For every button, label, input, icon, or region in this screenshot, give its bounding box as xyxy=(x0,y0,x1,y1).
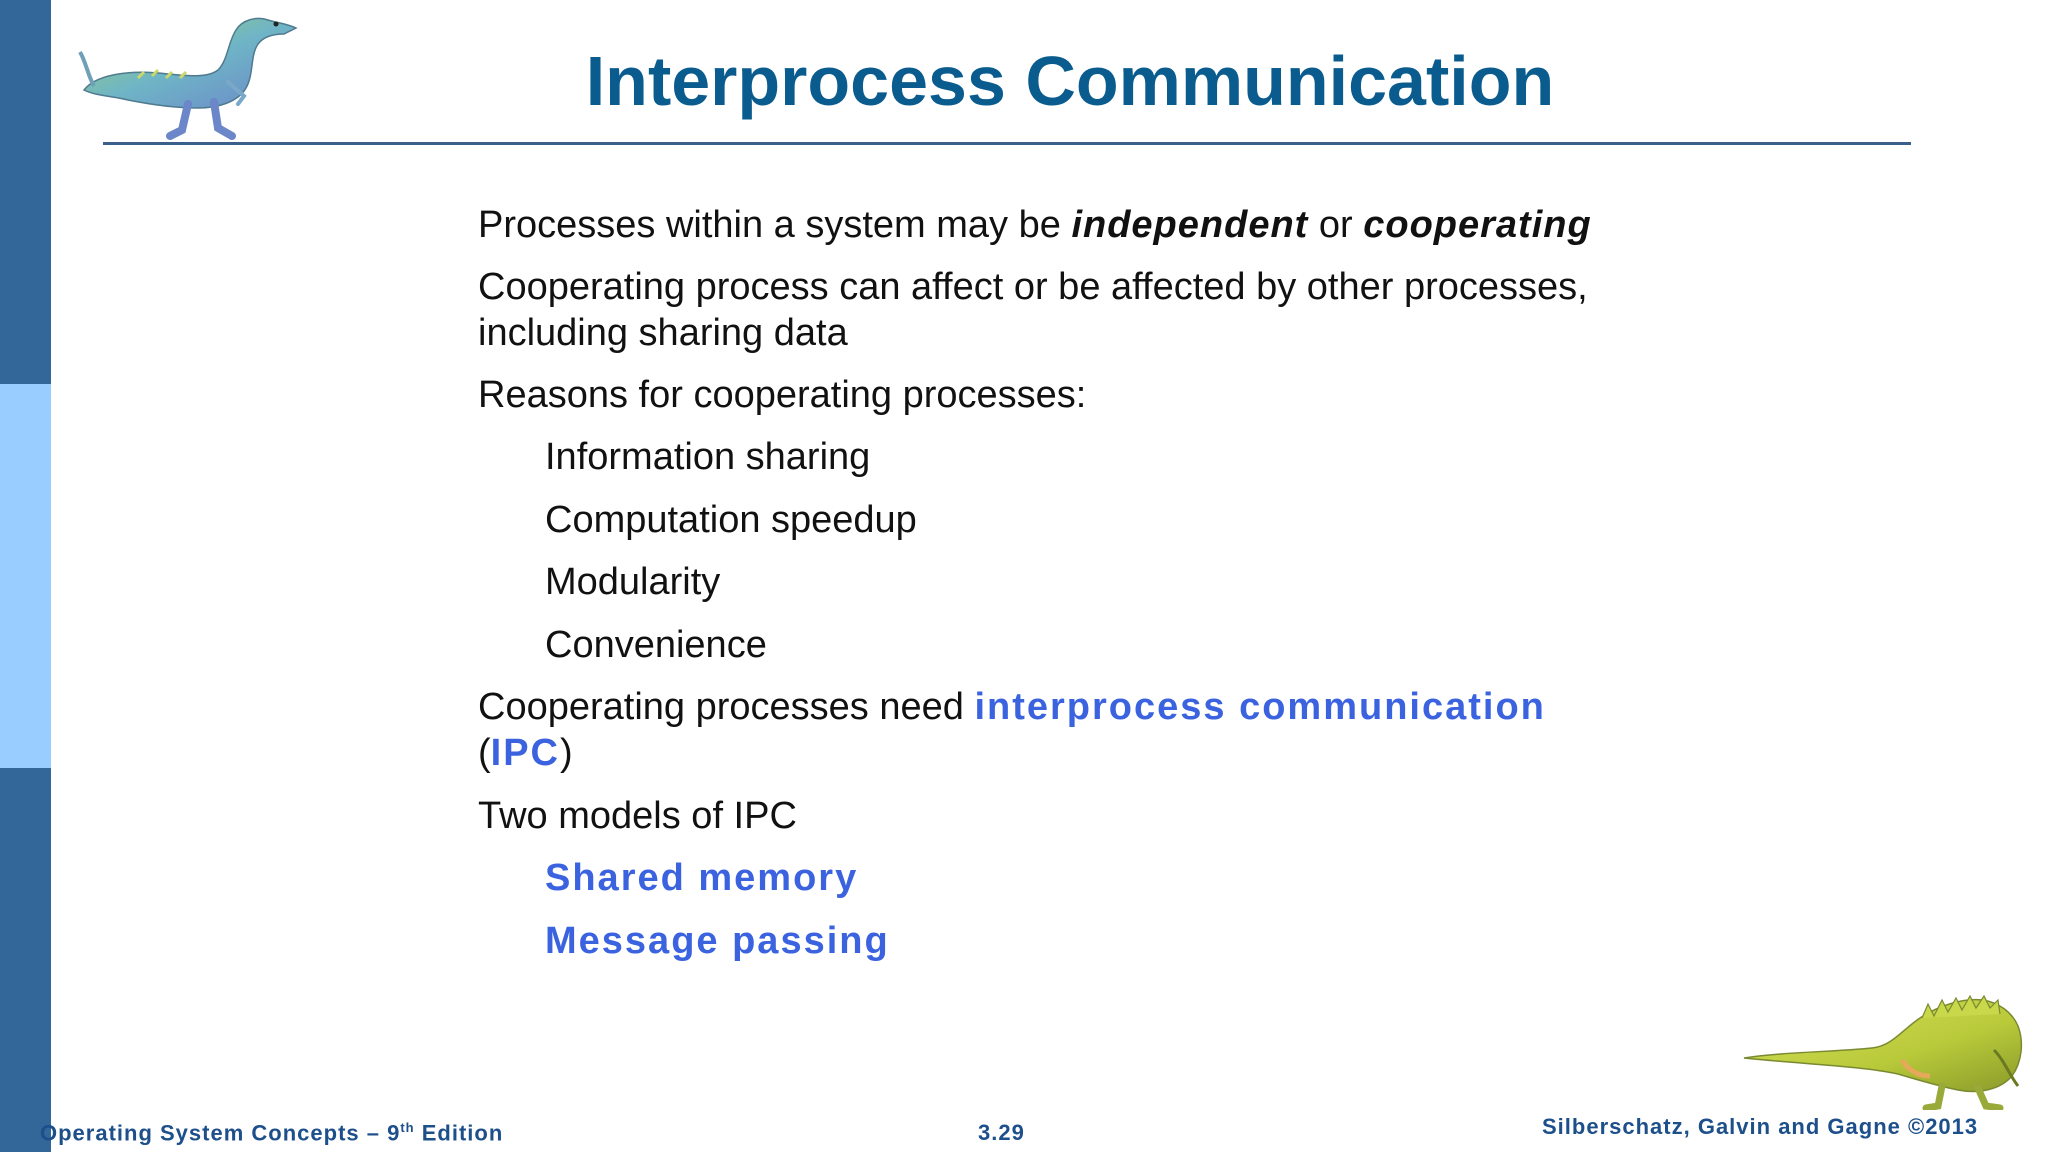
footer-book-title: Operating System Concepts – 9th Edition xyxy=(40,1120,503,1146)
bullet-independent-cooperating: Processes within a system may be indepen… xyxy=(478,202,1678,248)
bullet-cooperating-affect: Cooperating process can affect or be aff… xyxy=(478,264,1678,356)
footer-book-text: Operating System Concepts – 9 xyxy=(40,1120,401,1146)
sub-bullet-computation-speedup: Computation speedup xyxy=(545,499,917,541)
sub-bullet-information-sharing: Information sharing xyxy=(545,436,871,478)
bullet-ipc-need: Cooperating processes need interprocess … xyxy=(478,684,1678,776)
title-divider xyxy=(103,142,1911,145)
sub-bullet-convenience: Convenience xyxy=(545,624,767,666)
footer-authors: Silberschatz, Galvin and Gagne ©2013 xyxy=(1542,1114,1979,1139)
highlight-ipc: IPC xyxy=(490,732,561,774)
sidebar-bar-top xyxy=(0,0,51,384)
bullet-line: including sharing data xyxy=(478,312,848,354)
bullet-text: Processes within a system may be xyxy=(478,204,1072,246)
footer-book-edition: Edition xyxy=(414,1120,504,1146)
page-title: Interprocess Communication xyxy=(585,42,1555,120)
bullet-text: or xyxy=(1308,204,1364,246)
sub-bullet-message-passing: Message passing xyxy=(545,920,890,962)
bullet-text: Cooperating processes need xyxy=(478,686,975,728)
sidebar-bar-middle xyxy=(0,384,51,768)
sub-bullet-modularity: Modularity xyxy=(545,561,721,603)
emphasis-independent: independent xyxy=(1071,204,1309,246)
sub-bullet-shared-memory: Shared memory xyxy=(545,857,859,899)
dinosaur-icon xyxy=(78,17,298,140)
bullet-two-models: Two models of IPC xyxy=(478,795,797,837)
footer-book-sup: th xyxy=(400,1120,415,1135)
bullet-line: Cooperating process can affect or be aff… xyxy=(478,266,1588,308)
highlight-interprocess-communication: interprocess communication xyxy=(974,686,1546,728)
bullet-text: ( xyxy=(478,732,491,774)
bullet-reasons: Reasons for cooperating processes: xyxy=(478,374,1087,416)
bullet-text: ) xyxy=(560,732,573,774)
emphasis-cooperating: cooperating xyxy=(1363,204,1592,246)
dinosaur-icon xyxy=(1743,994,2023,1110)
footer-page-number: 3.29 xyxy=(978,1120,1025,1145)
sidebar-bar-bottom xyxy=(0,768,51,1152)
